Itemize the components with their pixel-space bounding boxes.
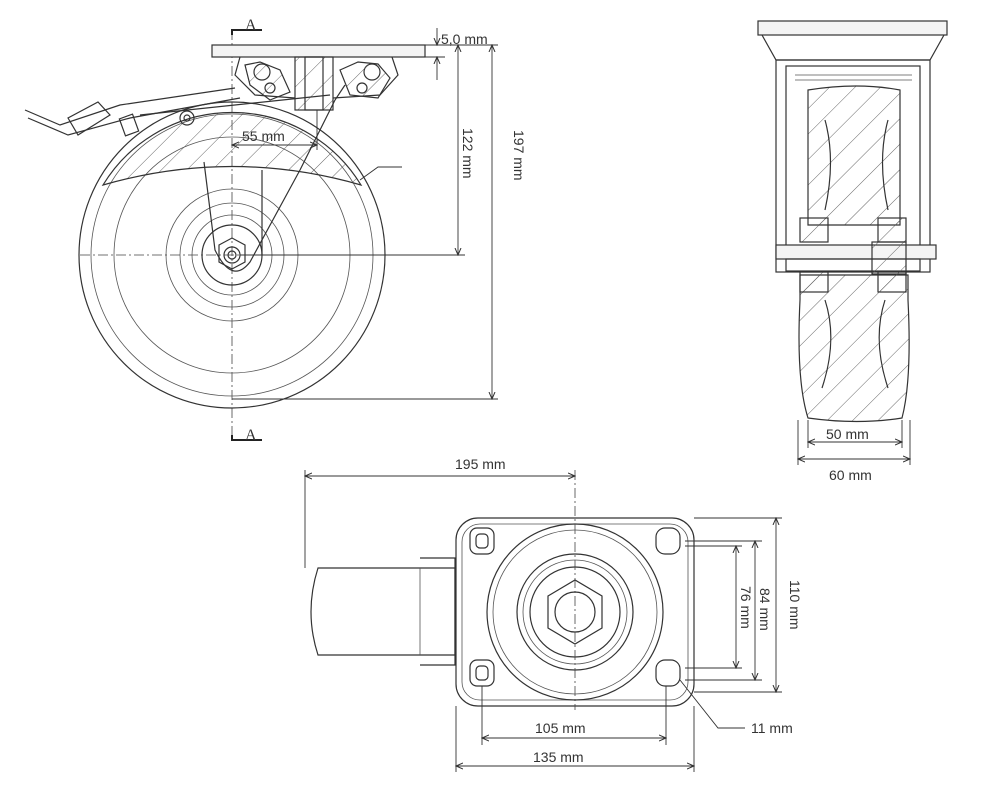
svg-text:11 mm: 11 mm bbox=[751, 720, 793, 736]
dim-plate-length: 135 mm bbox=[456, 706, 694, 772]
wheel-section-lower bbox=[798, 274, 910, 423]
tread-leader bbox=[359, 166, 402, 181]
tread-section bbox=[101, 111, 363, 187]
dim-hole-spacing-width: 105 mm bbox=[482, 686, 666, 745]
svg-text:55 mm: 55 mm bbox=[242, 128, 285, 144]
dim-hole-diameter: 11 mm bbox=[679, 679, 793, 736]
dim-total-length: 195 mm bbox=[305, 456, 575, 568]
svg-text:122 mm: 122 mm bbox=[460, 128, 476, 179]
section-label-bottom: A bbox=[245, 427, 257, 444]
dim-plate-width: 110 mm bbox=[694, 518, 803, 692]
dim-plate-thickness: 5,0 mm bbox=[425, 28, 488, 80]
top-plate bbox=[211, 44, 426, 58]
swivel-head bbox=[211, 44, 426, 111]
kingpin-section bbox=[294, 56, 334, 111]
svg-text:60 mm: 60 mm bbox=[829, 467, 872, 483]
wheel-top bbox=[310, 567, 456, 656]
svg-text:105 mm: 105 mm bbox=[535, 720, 586, 736]
section-label-top: A bbox=[245, 17, 257, 34]
dim-tread-width: 50 mm bbox=[808, 420, 902, 448]
section-arrow-top bbox=[231, 29, 262, 35]
dim-hole-spacing-long: 84 mm bbox=[685, 541, 773, 680]
dim-offset: 55 mm bbox=[232, 110, 317, 150]
svg-text:5,0 mm: 5,0 mm bbox=[441, 31, 488, 47]
section-arrow-bottom bbox=[231, 435, 262, 441]
svg-text:84 mm: 84 mm bbox=[757, 588, 773, 631]
dim-total-height: 197 mm bbox=[232, 45, 527, 399]
svg-text:76 mm: 76 mm bbox=[738, 586, 754, 629]
mounting-holes bbox=[469, 527, 681, 687]
svg-text:195 mm: 195 mm bbox=[455, 456, 506, 472]
svg-text:110 mm: 110 mm bbox=[787, 580, 803, 630]
axle-nut bbox=[218, 237, 246, 270]
side-view: A A bbox=[24, 17, 527, 444]
front-view: 50 mm 60 mm bbox=[757, 20, 948, 483]
front-fork bbox=[775, 59, 931, 273]
svg-text:197 mm: 197 mm bbox=[511, 130, 527, 181]
svg-text:135 mm: 135 mm bbox=[533, 749, 584, 765]
top-view: 195 mm 110 mm 84 mm 76 mm 11 mm bbox=[305, 456, 803, 772]
front-axle bbox=[775, 244, 937, 260]
svg-text:50 mm: 50 mm bbox=[826, 426, 869, 442]
wheel-section-upper bbox=[807, 85, 901, 226]
dim-wheel-width: 60 mm bbox=[798, 420, 910, 483]
front-top-plate bbox=[757, 20, 948, 36]
brake-lever bbox=[24, 87, 331, 137]
dim-hole-spacing-short: 76 mm bbox=[685, 546, 754, 668]
